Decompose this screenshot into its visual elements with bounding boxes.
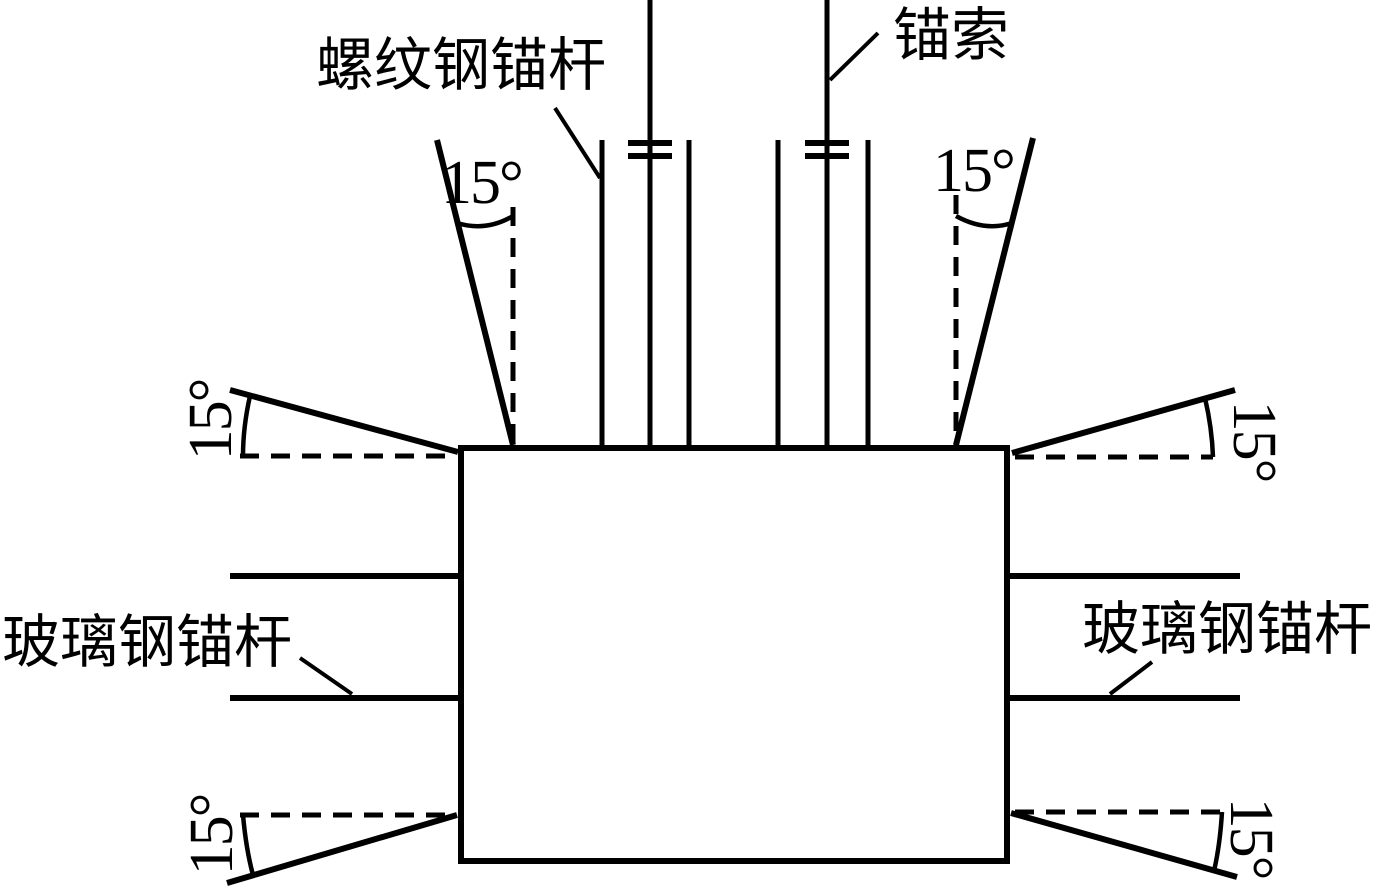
angle-label-roof-right: 15° <box>933 137 1016 205</box>
roadway-rectangle <box>458 445 1010 864</box>
leader-rebar-bolt <box>553 106 602 180</box>
label-frp-bolt-right: 玻璃钢锚杆 <box>1082 595 1373 663</box>
wall-angle-arc-upper-right <box>1202 397 1216 458</box>
wall-corner-bolt-upper-right <box>1011 387 1236 456</box>
angle-label-wall-upper-left: 15° <box>177 379 245 461</box>
leader-anchor-cable <box>828 31 880 82</box>
label-anchor-cable: 锚索 <box>893 1 1010 69</box>
leader-frp-bolt-right <box>1108 660 1154 696</box>
wall-angle-arc-lower-right <box>1211 811 1225 872</box>
leader-frp-bolt-left <box>298 656 354 696</box>
angle-label-wall-lower-right: 15° <box>1217 797 1285 879</box>
label-frp-bolt-left: 玻璃钢锚杆 <box>2 608 293 676</box>
angle-label-wall-lower-left: 15° <box>178 794 246 876</box>
wall-corner-bolt-upper-left <box>229 387 459 455</box>
roof-angle-arc-left <box>456 214 515 229</box>
roof-angle-arc-right <box>954 214 1013 229</box>
wall-angle-arc-upper-left <box>240 395 253 457</box>
wall-corner-bolt-lower-right <box>1010 810 1238 880</box>
wall-corner-bolt-lower-left <box>226 812 458 886</box>
label-rebar-bolt: 螺纹钢锚杆 <box>316 31 607 99</box>
angle-label-wall-upper-right: 15° <box>1220 400 1288 482</box>
wall-angle-arc-lower-left <box>240 814 256 876</box>
roof-corner-bolt-left <box>434 139 516 446</box>
angle-label-roof-left: 15° <box>441 149 524 217</box>
roof-corner-bolt-right <box>953 137 1036 446</box>
